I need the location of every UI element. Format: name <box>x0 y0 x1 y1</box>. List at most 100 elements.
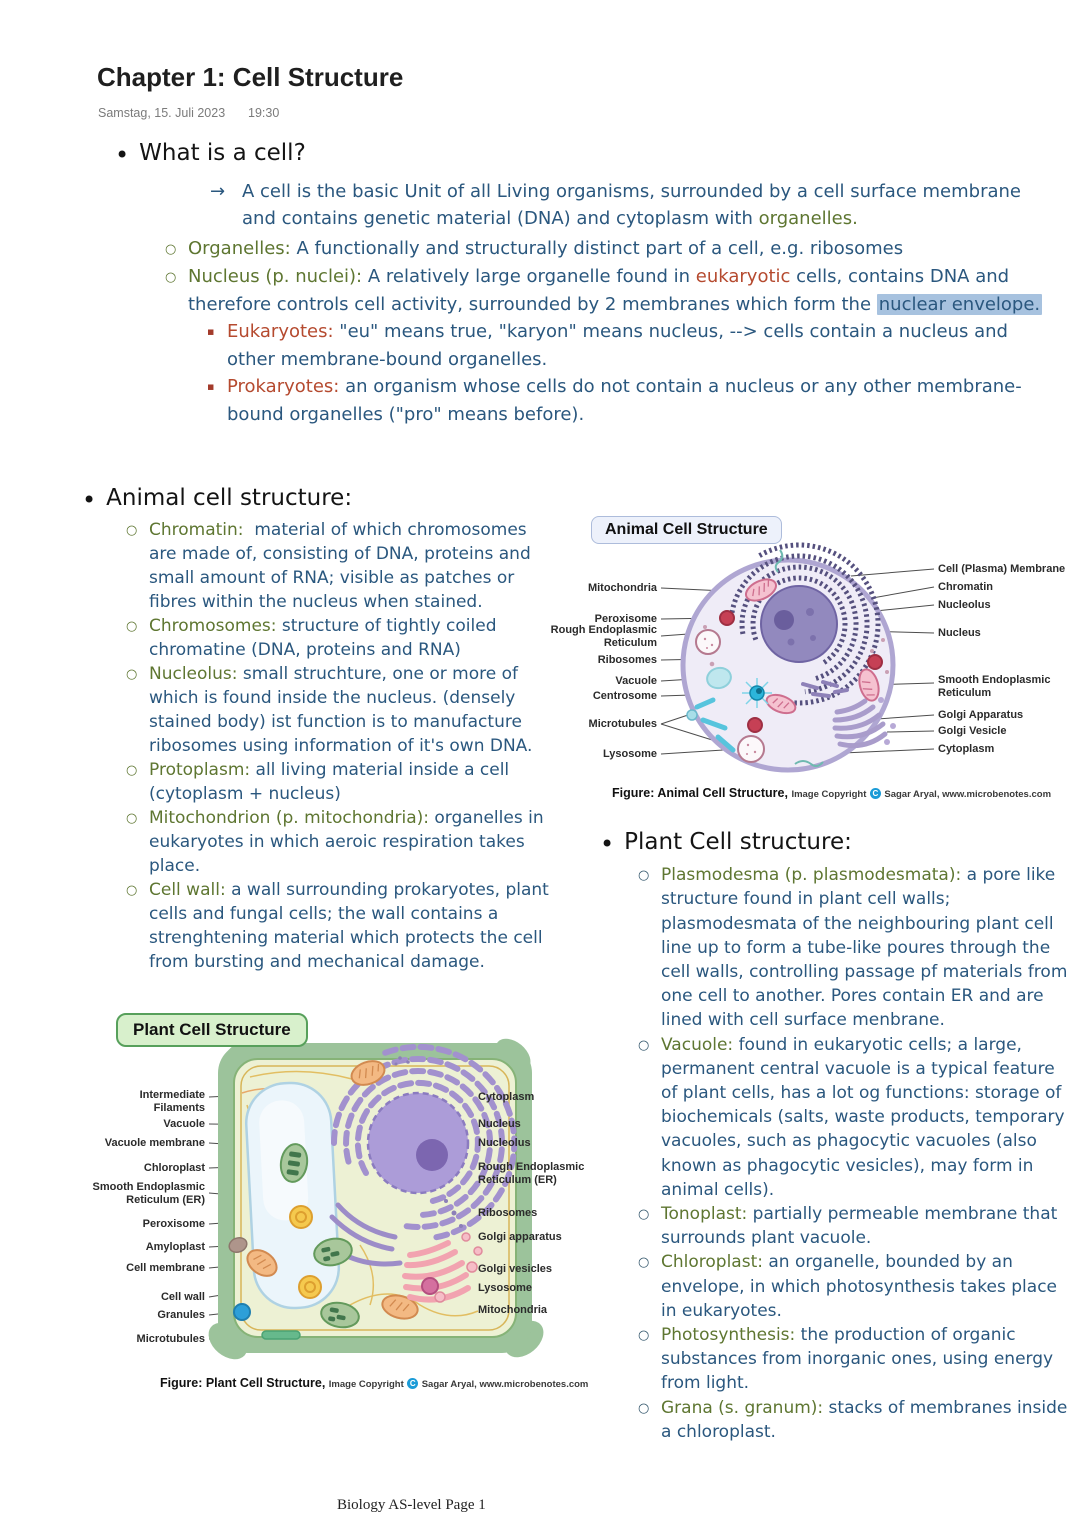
list-item-text: Nucleolus: small struchture, one or more… <box>149 662 554 758</box>
text-segment: cells, contains DNA and therefore contro… <box>188 266 1015 315</box>
peroxisome-shape <box>719 610 883 733</box>
text-segment: Nucleus (p. nuclei): <box>188 266 363 287</box>
diagram-label: Cytoplasm <box>938 743 995 755</box>
list-item: Protoplasm: all living material inside a… <box>126 758 554 806</box>
text-segment: Prokaryotes: <box>227 376 340 397</box>
diagram-label: Granules <box>157 1309 205 1321</box>
list-item-text: Cell wall: a wall surrounding prokaryote… <box>149 878 554 974</box>
section-heading: What is a cell? <box>139 140 306 166</box>
text-segment: Nucleolus: <box>149 664 238 684</box>
diagram-label: Cell (Plasma) Membrane <box>938 563 1066 575</box>
text-segment: Grana (s. granum): <box>661 1397 824 1418</box>
diagram-label: Vacuole membrane <box>104 1137 205 1149</box>
diagram-label: Rough Endoplasmic Reticulum (ER) <box>478 1161 585 1186</box>
copyright-icon: C <box>869 788 881 799</box>
diagram-label: Chloroplast <box>143 1162 205 1174</box>
list-item: Eukaryotes: "eu" means true, "karyon" me… <box>207 318 1060 373</box>
diagram-label: Centrosome <box>592 690 657 702</box>
animal-cell-illustration <box>660 542 935 773</box>
text-segment: eukaryotic <box>695 266 791 287</box>
text-segment: organelles in eukaryotes in which aeroic… <box>149 808 550 876</box>
text-segment: Cell wall: <box>149 880 226 900</box>
diagram-label: Mitochondria <box>587 582 657 594</box>
text-segment: Eukaryotes: <box>227 321 334 342</box>
bullet-circle-icon <box>126 758 149 783</box>
diagram-label: Ribosomes <box>478 1207 538 1219</box>
bullet-square-icon <box>207 373 227 401</box>
bullet-circle-icon <box>126 518 149 543</box>
list-item: Organelles: A functionally and structura… <box>165 235 1060 264</box>
bullet-icon <box>600 830 614 863</box>
diagram-label: Peroxisome <box>142 1218 205 1230</box>
list-item: Tonoplast: partially permeable membrane … <box>638 1202 1070 1250</box>
figure-caption: Figure: Plant Cell Structure, Image Copy… <box>160 1376 588 1390</box>
text-segment: material of which chromosomes are made o… <box>149 520 537 612</box>
caption-author-text: Sagar Aryal, www.microbenotes.com <box>884 789 1052 800</box>
vacuole-shape <box>706 666 732 690</box>
bullet-circle-icon <box>165 263 188 292</box>
text-segment: Mitochondrion (p. mitochondria): <box>149 808 429 828</box>
copyright-icon: C <box>407 1378 419 1389</box>
text-segment: A relatively large organelle found in <box>362 266 696 287</box>
text-segment: stacks of membranes inside a chloroplast… <box>661 1397 1073 1442</box>
rough-er-shape <box>331 1043 518 1241</box>
text-segment: Tonoplast: <box>661 1204 748 1225</box>
animal-cell-section: Animal cell structure: Chromatin: materi… <box>82 486 560 974</box>
list-item-text: Vacuole: found in eukaryotic cells; a la… <box>661 1033 1070 1202</box>
diagram-label: Cell wall <box>160 1291 205 1303</box>
ribosomes-shape <box>394 1056 463 1228</box>
text-segment: A cell is the basic Unit of all Living o… <box>242 180 1027 230</box>
diagram-label: Nucleus <box>478 1118 521 1130</box>
list-item: Chloroplast: an organelle, bounded by an… <box>638 1250 1070 1323</box>
note-time: 19:30 <box>248 106 280 120</box>
text-segment: A functionally and structurally distinct… <box>290 237 904 259</box>
list-item: Photosynthesis: the production of organi… <box>638 1323 1070 1396</box>
nucleolus-shape <box>774 610 794 630</box>
list-item-text: Organelles: A functionally and structura… <box>188 235 1060 263</box>
bullet-circle-icon <box>126 614 149 639</box>
text-segment: found in eukaryotic cells; a large, perm… <box>661 1034 1070 1200</box>
microtubules-shape <box>694 697 736 753</box>
caption-copyright-text: Image Copyright <box>791 789 867 800</box>
list-item-text: Chromosomes: structure of tightly coiled… <box>149 614 554 662</box>
section-heading: Plant Cell structure: <box>624 829 852 855</box>
peroxisome-shape <box>289 1205 322 1299</box>
plant-cell-section: Plant Cell structure: Plasmodesma (p. pl… <box>600 830 1078 1444</box>
plant-term-list: Plasmodesma (p. plasmodesmata): a pore l… <box>638 863 1070 1444</box>
list-item: Chromosomes: structure of tightly coiled… <box>126 614 554 662</box>
text-segment: small struchture, one or more of which i… <box>149 664 533 756</box>
list-item-text: Grana (s. granum): stacks of membranes i… <box>661 1396 1070 1444</box>
text-segment: an organelle, bounded by an envelope, in… <box>661 1252 1063 1321</box>
golgi-vesicle-shape <box>878 697 896 745</box>
mitochondria-shape <box>246 1060 419 1320</box>
arrow-icon: → <box>210 180 226 202</box>
text-segment: Photosynthesis: <box>661 1325 796 1346</box>
bullet-circle-icon <box>638 1033 661 1058</box>
section-heading-row: Plant Cell structure: <box>600 830 1078 863</box>
bullet-circle-icon <box>126 662 149 687</box>
list-item-text: Plasmodesma (p. plasmodesmata): a pore l… <box>661 863 1070 1032</box>
list-item-text: Nucleus (p. nuclei): A relatively large … <box>188 263 1060 318</box>
list-item: Vacuole: found in eukaryotic cells; a la… <box>638 1033 1070 1202</box>
text-segment: partially permeable membrane that surrou… <box>661 1204 1063 1249</box>
list-item: Nucleus (p. nuclei): A relatively large … <box>165 263 1060 318</box>
list-item-text: Photosynthesis: the production of organi… <box>661 1323 1070 1396</box>
diagram-label: Lysosome <box>602 748 657 760</box>
plant-cell-illustration <box>208 1038 544 1360</box>
text-segment: a wall surrounding prokaryotes, plant ce… <box>149 880 555 972</box>
bullet-circle-icon <box>638 1323 661 1348</box>
diagram-label: Golgi apparatus <box>478 1231 562 1243</box>
list-item: Prokaryotes: an organism whose cells do … <box>207 373 1060 428</box>
text-segment: organelles. <box>758 208 858 229</box>
animal-term-list: Chromatin: material of which chromosomes… <box>126 518 554 974</box>
diagram-label: Vacuole <box>615 675 657 687</box>
list-item-text: Chloroplast: an organelle, bounded by an… <box>661 1250 1070 1323</box>
diagram-label: Ribosomes <box>597 654 657 666</box>
diagram-label: Vacuole <box>163 1118 205 1130</box>
text-segment: Plasmodesma (p. plasmodesmata): <box>661 865 962 886</box>
diagram-label: Nucleus <box>938 627 981 639</box>
diagram-title-badge: Plant Cell Structure <box>116 1013 308 1047</box>
bullet-circle-icon <box>126 806 149 831</box>
centrosome-shape <box>742 678 772 708</box>
golgi-apparatus-shape <box>832 698 888 749</box>
